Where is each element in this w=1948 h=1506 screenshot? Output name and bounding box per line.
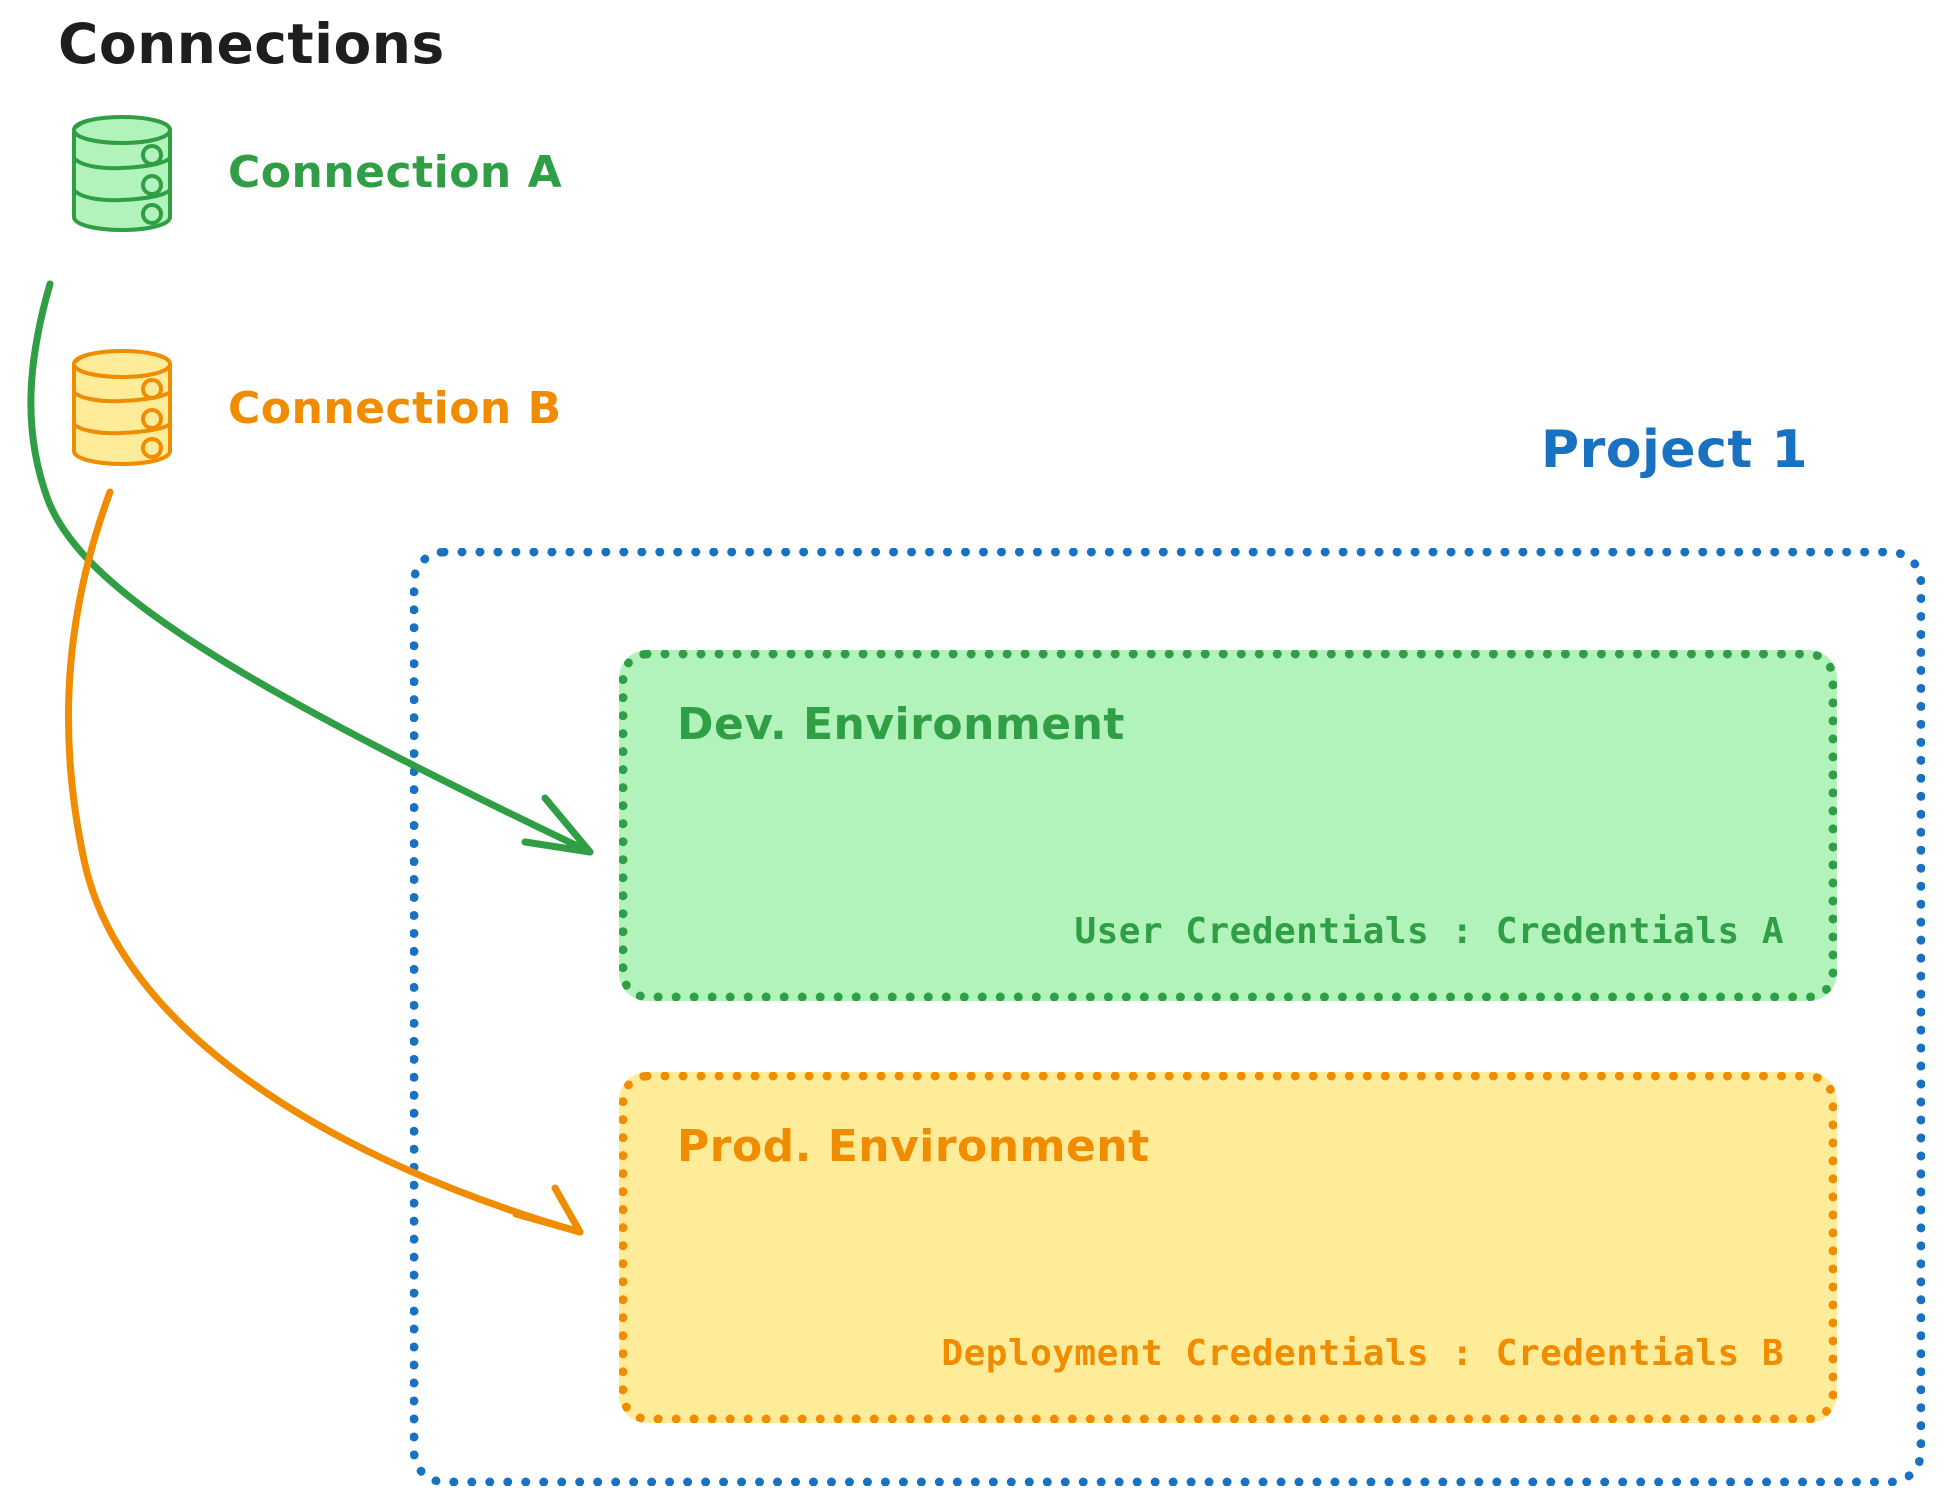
prod-environment-credentials: Deployment Credentials : Credentials B xyxy=(941,1333,1784,1374)
project-label: Project 1 xyxy=(1541,420,1809,480)
dev-environment-credentials: User Credentials : Credentials A xyxy=(1074,911,1784,952)
dev-environment-box[interactable]: Dev. Environment User Credentials : Cred… xyxy=(619,650,1837,1001)
database-cylinder-icon-connection-b[interactable] xyxy=(68,347,176,467)
prod-environment-title: Prod. Environment xyxy=(677,1121,1150,1172)
connection-b-label: Connection B xyxy=(228,383,562,434)
page-title: Connections xyxy=(58,12,445,76)
dev-environment-title: Dev. Environment xyxy=(677,699,1125,750)
database-cylinder-icon-connection-a[interactable] xyxy=(68,113,176,233)
prod-environment-box[interactable]: Prod. Environment Deployment Credentials… xyxy=(619,1072,1837,1423)
connection-a-label: Connection A xyxy=(228,147,563,198)
